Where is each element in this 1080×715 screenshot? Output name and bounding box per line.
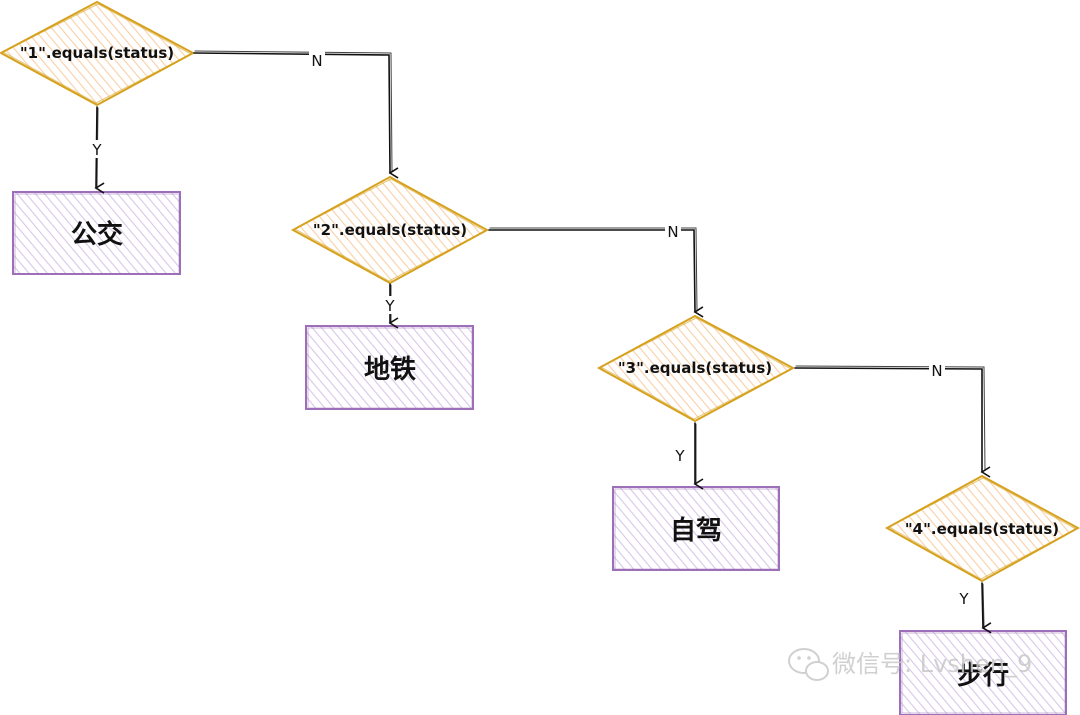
edge-yes-4 — [981, 582, 992, 634]
result-3-label: 自驾 — [670, 515, 722, 546]
decision-4-label: "4".equals(status) — [905, 520, 1059, 538]
edge-label-yes-1: Y — [89, 140, 105, 159]
result-box-3: 自驾 — [612, 486, 780, 571]
edge-label-yes-2: Y — [382, 296, 398, 315]
svg-text:N: N — [667, 223, 678, 241]
result-box-4: 步行 — [899, 630, 1067, 715]
edge-label-no-3: N — [929, 361, 945, 380]
svg-text:N: N — [931, 362, 942, 380]
result-4-label: 步行 — [957, 660, 1009, 691]
decision-4-diamond — [884, 474, 1080, 583]
edge-label-no-1: N — [309, 50, 325, 70]
decision-3: "3".equals(status) — [596, 314, 796, 423]
edge-label-yes-3: Y — [672, 446, 688, 465]
decision-1: "1".equals(status) — [0, 0, 196, 107]
watermark: 微信号: Lvshen_9 — [788, 648, 1032, 681]
decision-1-diamond — [0, 0, 196, 107]
result-1-label: 公交 — [71, 219, 123, 250]
result-box-1: 公交 — [12, 191, 181, 275]
decision-3-label: "3".equals(status) — [618, 359, 772, 377]
svg-text:Y: Y — [384, 297, 395, 315]
edge-no-3 — [794, 365, 991, 478]
svg-text:Y: Y — [958, 590, 969, 608]
edge-label-no-2: N — [665, 222, 681, 241]
result-2-label: 地铁 — [364, 354, 416, 385]
decision-3-diamond — [596, 314, 796, 423]
watermark-text: 微信号: Lvshen_9 — [832, 650, 1032, 678]
edge-no-2 — [488, 227, 704, 318]
result-box-2: 地铁 — [305, 325, 474, 410]
svg-text:Y: Y — [91, 141, 102, 159]
wechat-icon — [788, 648, 829, 681]
decision-4: "4".equals(status) — [884, 474, 1080, 583]
edge-label-yes-4: Y — [956, 589, 972, 608]
decision-2-diamond — [290, 175, 490, 285]
edge-no-1 — [193, 50, 399, 179]
decision-2-label: "2".equals(status) — [313, 221, 467, 239]
svg-text:N: N — [311, 52, 322, 70]
edge-yes-3 — [693, 422, 704, 490]
decision-1-label: "1".equals(status) — [20, 44, 174, 62]
decision-2: "2".equals(status) — [290, 175, 490, 285]
svg-text:Y: Y — [674, 447, 685, 465]
